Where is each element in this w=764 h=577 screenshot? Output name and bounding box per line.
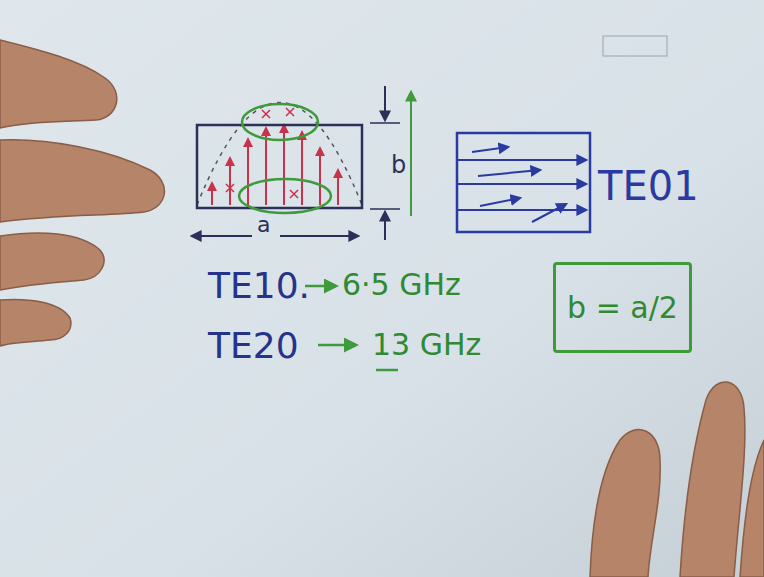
e-field-lines bbox=[457, 160, 586, 210]
e-field-arrows bbox=[212, 125, 338, 205]
charge-mark bbox=[286, 108, 294, 116]
formula-box: b = a/2 bbox=[553, 262, 692, 353]
e-field-line bbox=[457, 209, 586, 211]
dimension-arrow bbox=[384, 86, 386, 120]
e-field-arrow bbox=[337, 170, 339, 205]
finger bbox=[0, 40, 117, 128]
hand bbox=[590, 382, 764, 577]
charge-region-ellipse bbox=[239, 179, 331, 213]
finger bbox=[0, 300, 71, 346]
charge-region-ellipse bbox=[242, 104, 318, 140]
field-strength-arrow bbox=[480, 198, 520, 206]
field-strength-arrow bbox=[532, 204, 566, 222]
corner-stamp bbox=[603, 36, 667, 56]
dimension-arrow bbox=[280, 235, 358, 237]
waveguide-rectangle bbox=[457, 133, 590, 232]
finger bbox=[590, 430, 660, 577]
cutoff-frequency: 6·5 GHz bbox=[342, 270, 461, 300]
mode-name: TE20 bbox=[208, 328, 299, 364]
mode-name: TE01 bbox=[598, 166, 699, 206]
finger bbox=[740, 440, 764, 577]
dimension-label: b bbox=[391, 153, 406, 177]
finger bbox=[0, 233, 104, 290]
charge-mark bbox=[290, 190, 298, 198]
dimension-tick bbox=[370, 208, 400, 210]
dimension-tick bbox=[370, 122, 400, 124]
field-direction-arrow bbox=[410, 92, 412, 216]
charge-mark bbox=[262, 110, 270, 118]
e-field-arrow bbox=[247, 139, 249, 205]
dimension-arrow bbox=[192, 235, 252, 237]
e-field-arrow bbox=[319, 148, 321, 205]
dimension-label: a bbox=[257, 214, 270, 236]
charge-mark bbox=[226, 184, 234, 192]
e-field-line bbox=[457, 159, 586, 161]
finger bbox=[680, 382, 745, 577]
waveguide-rectangle bbox=[197, 125, 362, 208]
e-field-arrow bbox=[301, 132, 303, 205]
e-field-line bbox=[457, 183, 586, 185]
field-strength-arrows bbox=[472, 147, 566, 222]
underline bbox=[376, 369, 398, 372]
maps-to-arrow bbox=[318, 344, 356, 347]
dimension-arrow bbox=[384, 212, 386, 240]
e-field-arrow bbox=[229, 158, 231, 205]
cutoff-frequency: 13 GHz bbox=[372, 330, 481, 360]
charge-marks bbox=[226, 108, 298, 198]
mode-name: TE10. bbox=[208, 268, 310, 304]
field-profile-curve bbox=[197, 103, 362, 206]
e-field-arrow bbox=[211, 183, 213, 205]
field-strength-arrow bbox=[478, 170, 540, 176]
hand bbox=[0, 40, 164, 346]
field-strength-arrow bbox=[472, 147, 508, 152]
formula-text: b = a/2 bbox=[567, 291, 678, 324]
finger bbox=[0, 140, 164, 222]
e-field-arrow bbox=[283, 125, 285, 205]
